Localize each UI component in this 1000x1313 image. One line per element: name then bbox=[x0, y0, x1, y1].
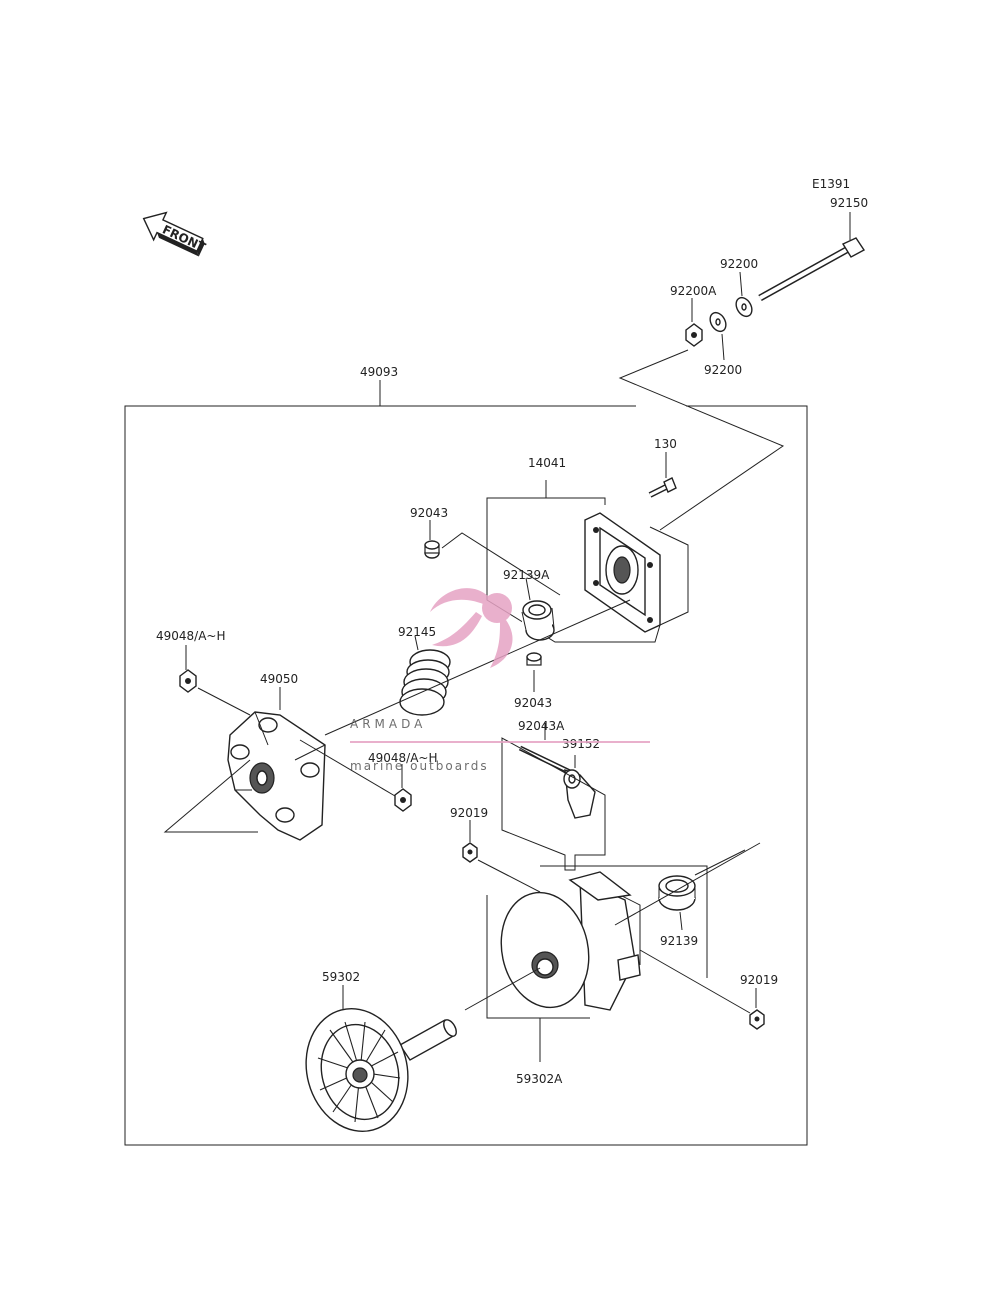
label-39152: 39152 bbox=[562, 737, 600, 751]
nut-92019-right bbox=[749, 1009, 765, 1030]
label-49048-top: 49048/A~H bbox=[156, 629, 226, 643]
pin-92043-top bbox=[424, 540, 440, 559]
label-92200a: 92200A bbox=[670, 284, 717, 298]
assembly-frame bbox=[124, 405, 808, 1146]
movable-sheave-59302a bbox=[500, 871, 641, 1011]
propeller-logo-icon bbox=[430, 588, 513, 668]
label-92200-bottom: 92200 bbox=[704, 363, 742, 377]
roller-39152 bbox=[563, 768, 596, 819]
label-130: 130 bbox=[654, 437, 677, 451]
watermark: ARMADA marine outboards bbox=[350, 588, 650, 773]
label-49048-mid: 49048/A~H bbox=[368, 751, 438, 765]
label-92043-mid: 92043 bbox=[514, 696, 552, 710]
label-92139a: 92139A bbox=[503, 568, 550, 582]
label-92139: 92139 bbox=[660, 934, 698, 948]
shaft-92043a bbox=[518, 745, 572, 775]
watermark-tagline: marine outboards bbox=[350, 759, 489, 773]
label-92043-top: 92043 bbox=[410, 506, 448, 520]
nut-92019-top bbox=[462, 842, 478, 863]
nut-49048-top bbox=[179, 669, 197, 693]
nut-49048-mid bbox=[394, 788, 412, 812]
label-e1391: E1391 bbox=[812, 177, 850, 191]
label-14041: 14041 bbox=[528, 456, 566, 470]
label-92145: 92145 bbox=[398, 625, 436, 639]
bushing-92139 bbox=[658, 875, 696, 911]
cover-14041 bbox=[584, 512, 661, 633]
label-92019-right: 92019 bbox=[740, 973, 778, 987]
label-49050: 49050 bbox=[260, 672, 298, 686]
label-49093: 49093 bbox=[360, 365, 398, 379]
bolt-92150 bbox=[758, 237, 866, 302]
bolt-130 bbox=[648, 477, 677, 498]
fixed-sheave-59302 bbox=[305, 1008, 457, 1132]
spring-92145 bbox=[399, 649, 451, 716]
label-59302a: 59302A bbox=[516, 1072, 563, 1086]
label-92019-top: 92019 bbox=[450, 806, 488, 820]
label-59302: 59302 bbox=[322, 970, 360, 984]
spider-49050 bbox=[227, 711, 326, 841]
bushing-92139a bbox=[521, 600, 555, 641]
watermark-brand: ARMADA bbox=[350, 717, 426, 731]
front-arrow-icon: FRONT bbox=[142, 211, 208, 257]
label-92200-top: 92200 bbox=[720, 257, 758, 271]
label-92043a: 92043A bbox=[518, 719, 565, 733]
label-92150: 92150 bbox=[830, 196, 868, 210]
pin-92043-mid bbox=[526, 652, 542, 666]
nut-92200a bbox=[685, 323, 703, 347]
